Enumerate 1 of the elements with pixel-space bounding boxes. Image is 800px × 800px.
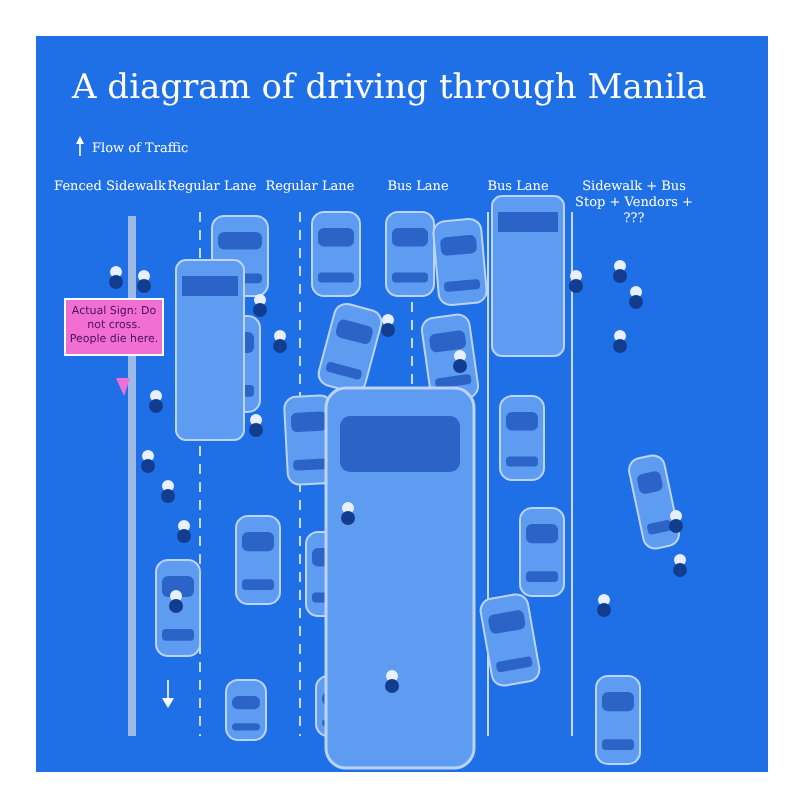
title: A diagram of driving through Manila — [72, 68, 707, 108]
